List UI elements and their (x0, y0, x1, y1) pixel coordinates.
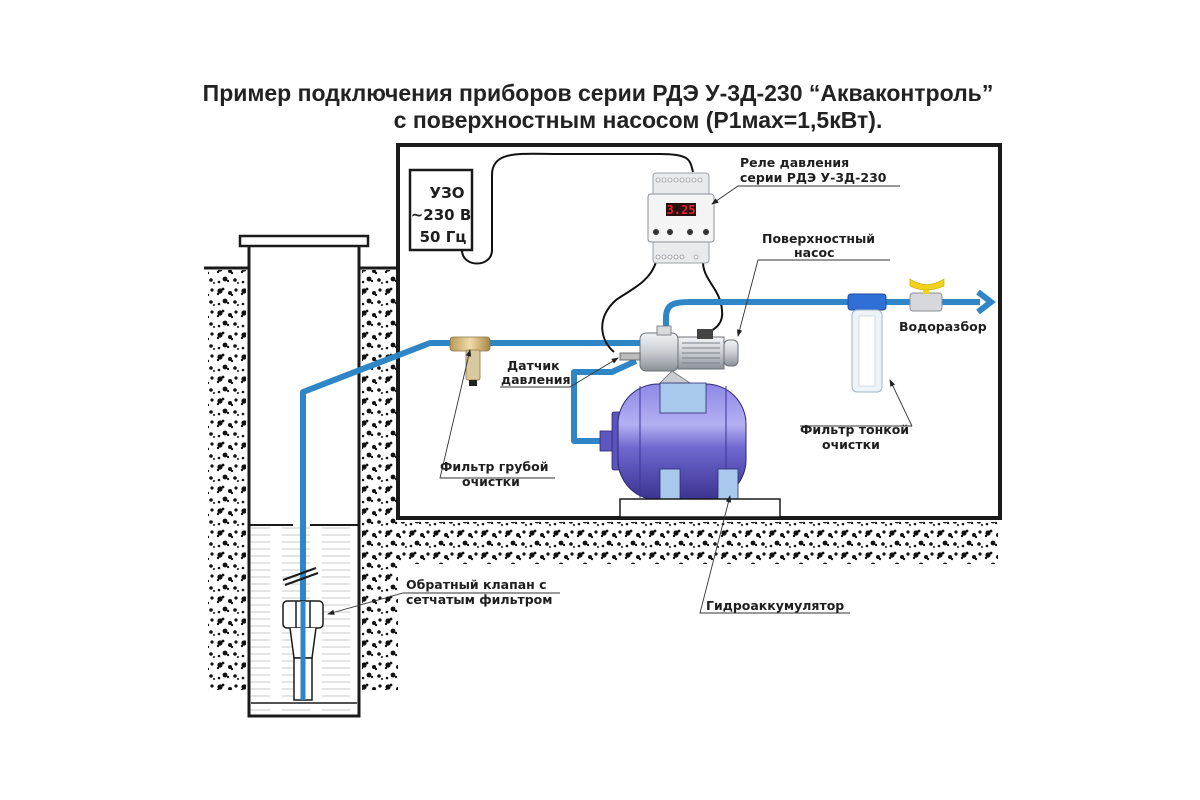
room-outline (396, 143, 1002, 520)
check-valve-label-line-2: сетчатым фильтром (406, 592, 552, 607)
coarse-filter-label-line-2: очистки (462, 474, 520, 489)
soil (208, 270, 998, 690)
well-cap (238, 234, 370, 248)
uzo-line-2: ~230 В (411, 206, 472, 224)
relay-label-line-2: серии РДЭ У-3Д-230 (740, 170, 887, 185)
accumulator-tank (599, 382, 781, 518)
coarse-filter-label-line-1: Фильтр грубой (440, 459, 548, 474)
relay-display: 3.25 (667, 203, 696, 217)
sensor-label-line-2: давления (501, 372, 571, 387)
pressure-relay: 3.25 (647, 172, 715, 264)
title-line-2: с поверхностным насосом (Р1мах=1,5кВт). (394, 107, 883, 133)
discharge-pipe (663, 299, 980, 330)
motor-wire (702, 261, 724, 335)
uzo-line-3: 50 Гц (420, 228, 467, 246)
fine-filter-label-line-1: Фильтр тонкой (800, 422, 909, 437)
sensor-label-line-1: Датчик (507, 358, 560, 373)
sensor-wire (601, 261, 657, 353)
leader-lines (327, 185, 913, 615)
check-valve (282, 600, 324, 701)
pump-label-line-2: насос (794, 245, 834, 260)
flow-arrow-icon (976, 289, 996, 315)
accumulator-label: Гидроаккумулятор (706, 598, 844, 613)
coarse-filter (449, 336, 491, 386)
check-valve-label-line-1: Обратный клапан с (406, 577, 547, 592)
relay-label-line-1: Реле давления (740, 155, 849, 170)
well-casing (247, 246, 361, 718)
power-wire (461, 152, 694, 265)
pipe-break-mark (282, 567, 317, 581)
fine-filter-label-line-2: очистки (822, 437, 880, 452)
fine-filter (847, 293, 887, 393)
tap-label: Водоразбор (899, 319, 987, 334)
pressure-sensor (619, 352, 641, 361)
uzo-line-1: УЗО (430, 184, 465, 202)
pump-label-line-1: Поверхностный (762, 231, 875, 246)
ball-valve (909, 278, 945, 312)
surface-pump (619, 325, 739, 384)
suction-pipe (300, 340, 640, 700)
title-line-1: Пример подключения приборов серии РДЭ У-… (203, 80, 994, 106)
uzo-box: УЗО ~230 В 50 Гц (408, 168, 474, 252)
tank-pipe (571, 358, 638, 444)
